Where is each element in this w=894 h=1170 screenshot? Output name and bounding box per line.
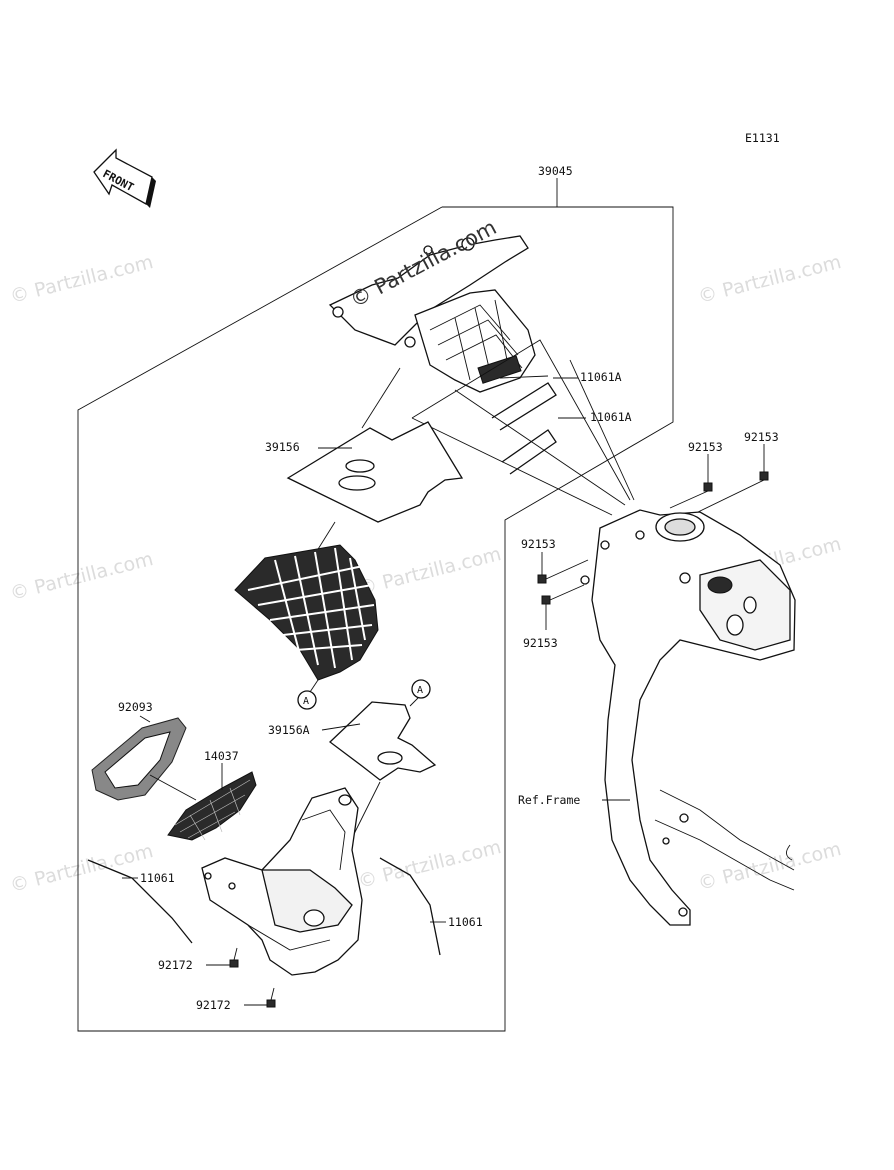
callout-92172-2: 92172 (196, 998, 231, 1012)
strip-11061-right (379, 857, 441, 956)
assembly-outline (77, 206, 674, 1032)
callout-14037: 14037 (204, 749, 239, 763)
watermark: © Partzilla.com (356, 836, 504, 893)
callout-92153-b: 92153 (744, 430, 779, 444)
screw-92172-lower (266, 987, 276, 1008)
upper-air-duct-part (328, 235, 536, 393)
callout-11061-right: 11061 (448, 915, 483, 929)
clip-11061A-upper (491, 375, 557, 431)
callout-ref-frame: Ref.Frame (518, 793, 580, 807)
bolt-92153-d (541, 584, 585, 605)
reference-A-2: A (417, 685, 423, 696)
callout-line-39156A (321, 723, 361, 731)
guide-line (309, 679, 319, 693)
callout-line-92093 (139, 715, 151, 723)
callout-92153-a: 92153 (688, 440, 723, 454)
reference-A-1: A (303, 696, 309, 707)
callout-39156A: 39156A (268, 723, 310, 737)
diagram-code: E1131 (745, 131, 780, 145)
callout-39045: 39045 (538, 164, 573, 178)
frame-reference-part (580, 509, 796, 926)
callout-92153-d: 92153 (523, 636, 558, 650)
gasket-39156 (286, 421, 464, 523)
mesh-filter-part (234, 544, 379, 681)
clip-11061A-lower (501, 429, 557, 475)
filter-grid-icon (247, 547, 375, 669)
duct-grid-icon (429, 299, 523, 381)
watermark: © Partzilla.com (696, 838, 844, 895)
callout-11061A-1: 11061A (580, 370, 622, 384)
trim-ring-92093 (91, 717, 187, 801)
bolt-92153-a (669, 482, 713, 509)
callout-92093: 92093 (118, 700, 153, 714)
watermark: © Partzilla.com (8, 251, 156, 308)
watermark: © Partzilla.com (8, 548, 156, 605)
watermark: © Partzilla.com (696, 251, 844, 308)
callout-39156: 39156 (265, 440, 300, 454)
callout-11061-left: 11061 (140, 871, 175, 885)
watermark: © Partzilla.com (356, 543, 504, 600)
reference-circle-A (297, 690, 317, 710)
watermark: © Partzilla.com (8, 840, 156, 897)
strip-11061-left (87, 859, 193, 944)
guide-line (149, 774, 197, 801)
gasket-39156A (328, 701, 437, 781)
callout-11061A-2: 11061A (590, 410, 632, 424)
guide-lines (361, 339, 635, 516)
bolt-92153-b (697, 471, 769, 513)
callout-92172-1: 92172 (158, 958, 193, 972)
reference-circle-A (411, 679, 431, 699)
lower-duct-housing (201, 787, 363, 976)
guide-line (409, 697, 419, 707)
front-arrow-icon: FRONT (93, 148, 156, 208)
callout-92153-c: 92153 (521, 537, 556, 551)
screw-92172-upper (229, 947, 239, 968)
mesh-screen-14037 (167, 771, 257, 841)
